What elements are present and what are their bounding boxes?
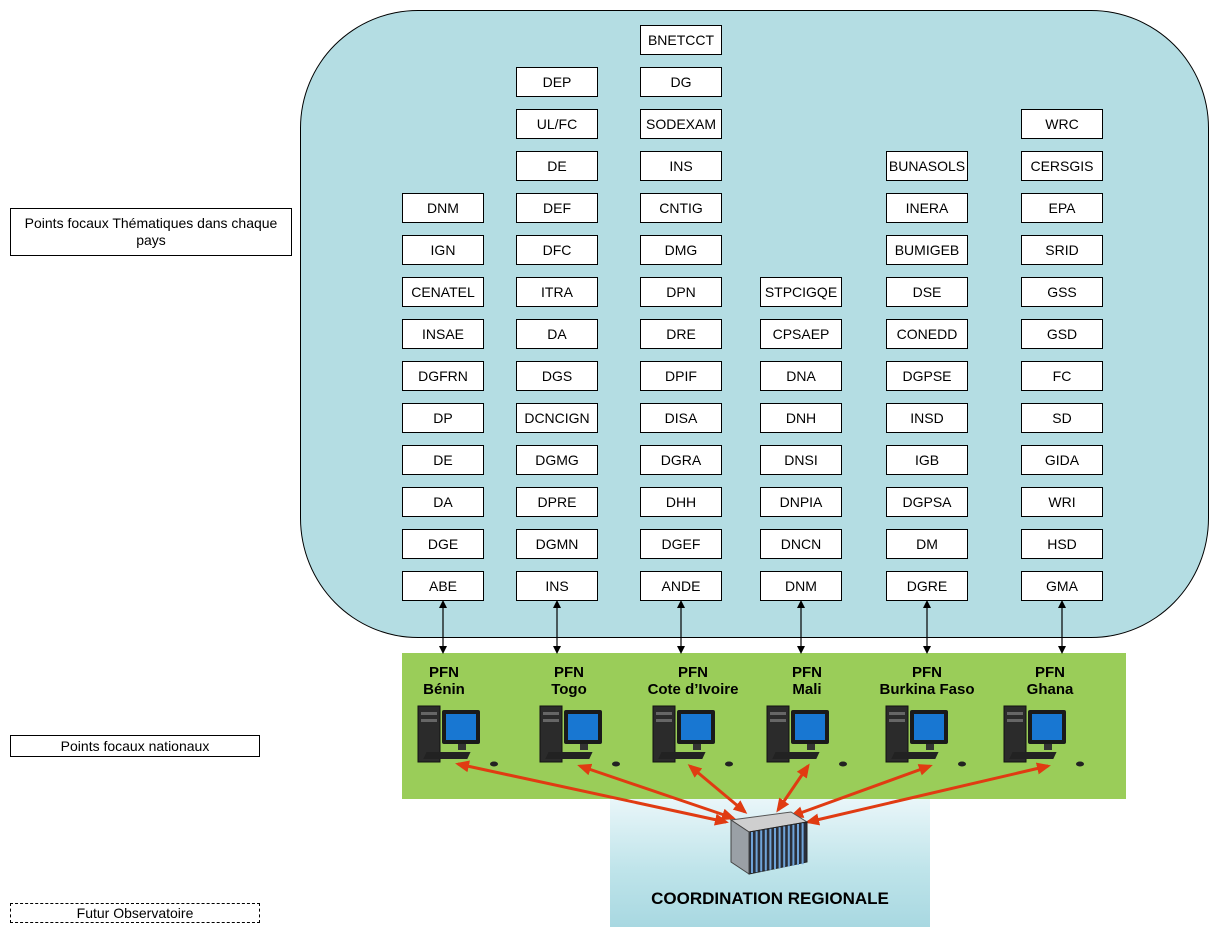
thematic-box: DP (402, 403, 484, 433)
thematic-box: INS (640, 151, 722, 181)
thematic-box: DHH (640, 487, 722, 517)
future-observatory-label: Futur Observatoire (10, 903, 260, 923)
thematic-box: CERSGIS (1021, 151, 1103, 181)
thematic-box: DISA (640, 403, 722, 433)
thematic-box: ANDE (640, 571, 722, 601)
thematic-box: CPSAEP (760, 319, 842, 349)
thematic-box: DPRE (516, 487, 598, 517)
pfn-title: PFN (554, 664, 584, 681)
thematic-box: SRID (1021, 235, 1103, 265)
thematic-focal-points-label: Points focaux Thématiques dans chaque pa… (10, 208, 292, 256)
thematic-box: DA (402, 487, 484, 517)
pfn-country: Burkina Faso (879, 681, 975, 698)
national-focal-points-label: Points focaux nationaux (10, 735, 260, 757)
thematic-box: DGFRN (402, 361, 484, 391)
thematic-box: DPN (640, 277, 722, 307)
thematic-box: GSS (1021, 277, 1103, 307)
thematic-box: DA (516, 319, 598, 349)
thematic-box: CONEDD (886, 319, 968, 349)
thematic-box: ITRA (516, 277, 598, 307)
regional-coordination-label: COORDINATION REGIONALE (651, 889, 889, 908)
thematic-box: DEF (516, 193, 598, 223)
thematic-box: DNSI (760, 445, 842, 475)
thematic-box: ABE (402, 571, 484, 601)
thematic-box: DGEF (640, 529, 722, 559)
thematic-box: DE (402, 445, 484, 475)
thematic-box: WRI (1021, 487, 1103, 517)
thematic-box: DGRA (640, 445, 722, 475)
pfn-country: Mali (792, 681, 822, 698)
thematic-box: DE (516, 151, 598, 181)
thematic-box: DNM (760, 571, 842, 601)
thematic-box: DPIF (640, 361, 722, 391)
thematic-box: EPA (1021, 193, 1103, 223)
thematic-box: DFC (516, 235, 598, 265)
thematic-box: DEP (516, 67, 598, 97)
thematic-box: DNH (760, 403, 842, 433)
thematic-box: DGPSA (886, 487, 968, 517)
thematic-box: DNPIA (760, 487, 842, 517)
thematic-box: HSD (1021, 529, 1103, 559)
thematic-box: WRC (1021, 109, 1103, 139)
thematic-box: UL/FC (516, 109, 598, 139)
thematic-box: DGE (402, 529, 484, 559)
pfn-title: PFN (678, 664, 708, 681)
thematic-box: DGRE (886, 571, 968, 601)
thematic-box: GSD (1021, 319, 1103, 349)
thematic-box: DGMG (516, 445, 598, 475)
pfn-country: Togo (551, 681, 587, 698)
thematic-box: BUMIGEB (886, 235, 968, 265)
thematic-box: DM (886, 529, 968, 559)
thematic-box: DCNCIGN (516, 403, 598, 433)
thematic-box: FC (1021, 361, 1103, 391)
thematic-box: BNETCCT (640, 25, 722, 55)
thematic-box: GIDA (1021, 445, 1103, 475)
pfn-title: PFN (792, 664, 822, 681)
thematic-box: INSAE (402, 319, 484, 349)
thematic-box: IGN (402, 235, 484, 265)
thematic-box: IGB (886, 445, 968, 475)
thematic-box: DNA (760, 361, 842, 391)
thematic-box: SODEXAM (640, 109, 722, 139)
thematic-box: DG (640, 67, 722, 97)
thematic-box: INERA (886, 193, 968, 223)
thematic-box: INSD (886, 403, 968, 433)
thematic-box: DNM (402, 193, 484, 223)
pfn-country: Ghana (1026, 681, 1074, 698)
thematic-box: DGPSE (886, 361, 968, 391)
thematic-box: DGS (516, 361, 598, 391)
thematic-box: CNTIG (640, 193, 722, 223)
thematic-box: INS (516, 571, 598, 601)
thematic-box: GMA (1021, 571, 1103, 601)
pfn-title: PFN (912, 664, 942, 681)
thematic-box: DSE (886, 277, 968, 307)
thematic-box: DNCN (760, 529, 842, 559)
thematic-box: CENATEL (402, 277, 484, 307)
thematic-box: STPCIGQE (760, 277, 842, 307)
pfn-title: PFN (1035, 664, 1065, 681)
thematic-box: SD (1021, 403, 1103, 433)
thematic-box: DRE (640, 319, 722, 349)
pfn-country: Cote d’Ivoire (647, 681, 739, 698)
pfn-title: PFN (429, 664, 459, 681)
thematic-box: DMG (640, 235, 722, 265)
thematic-box: BUNASOLS (886, 151, 968, 181)
pfn-country: Bénin (423, 681, 465, 698)
thematic-box: DGMN (516, 529, 598, 559)
